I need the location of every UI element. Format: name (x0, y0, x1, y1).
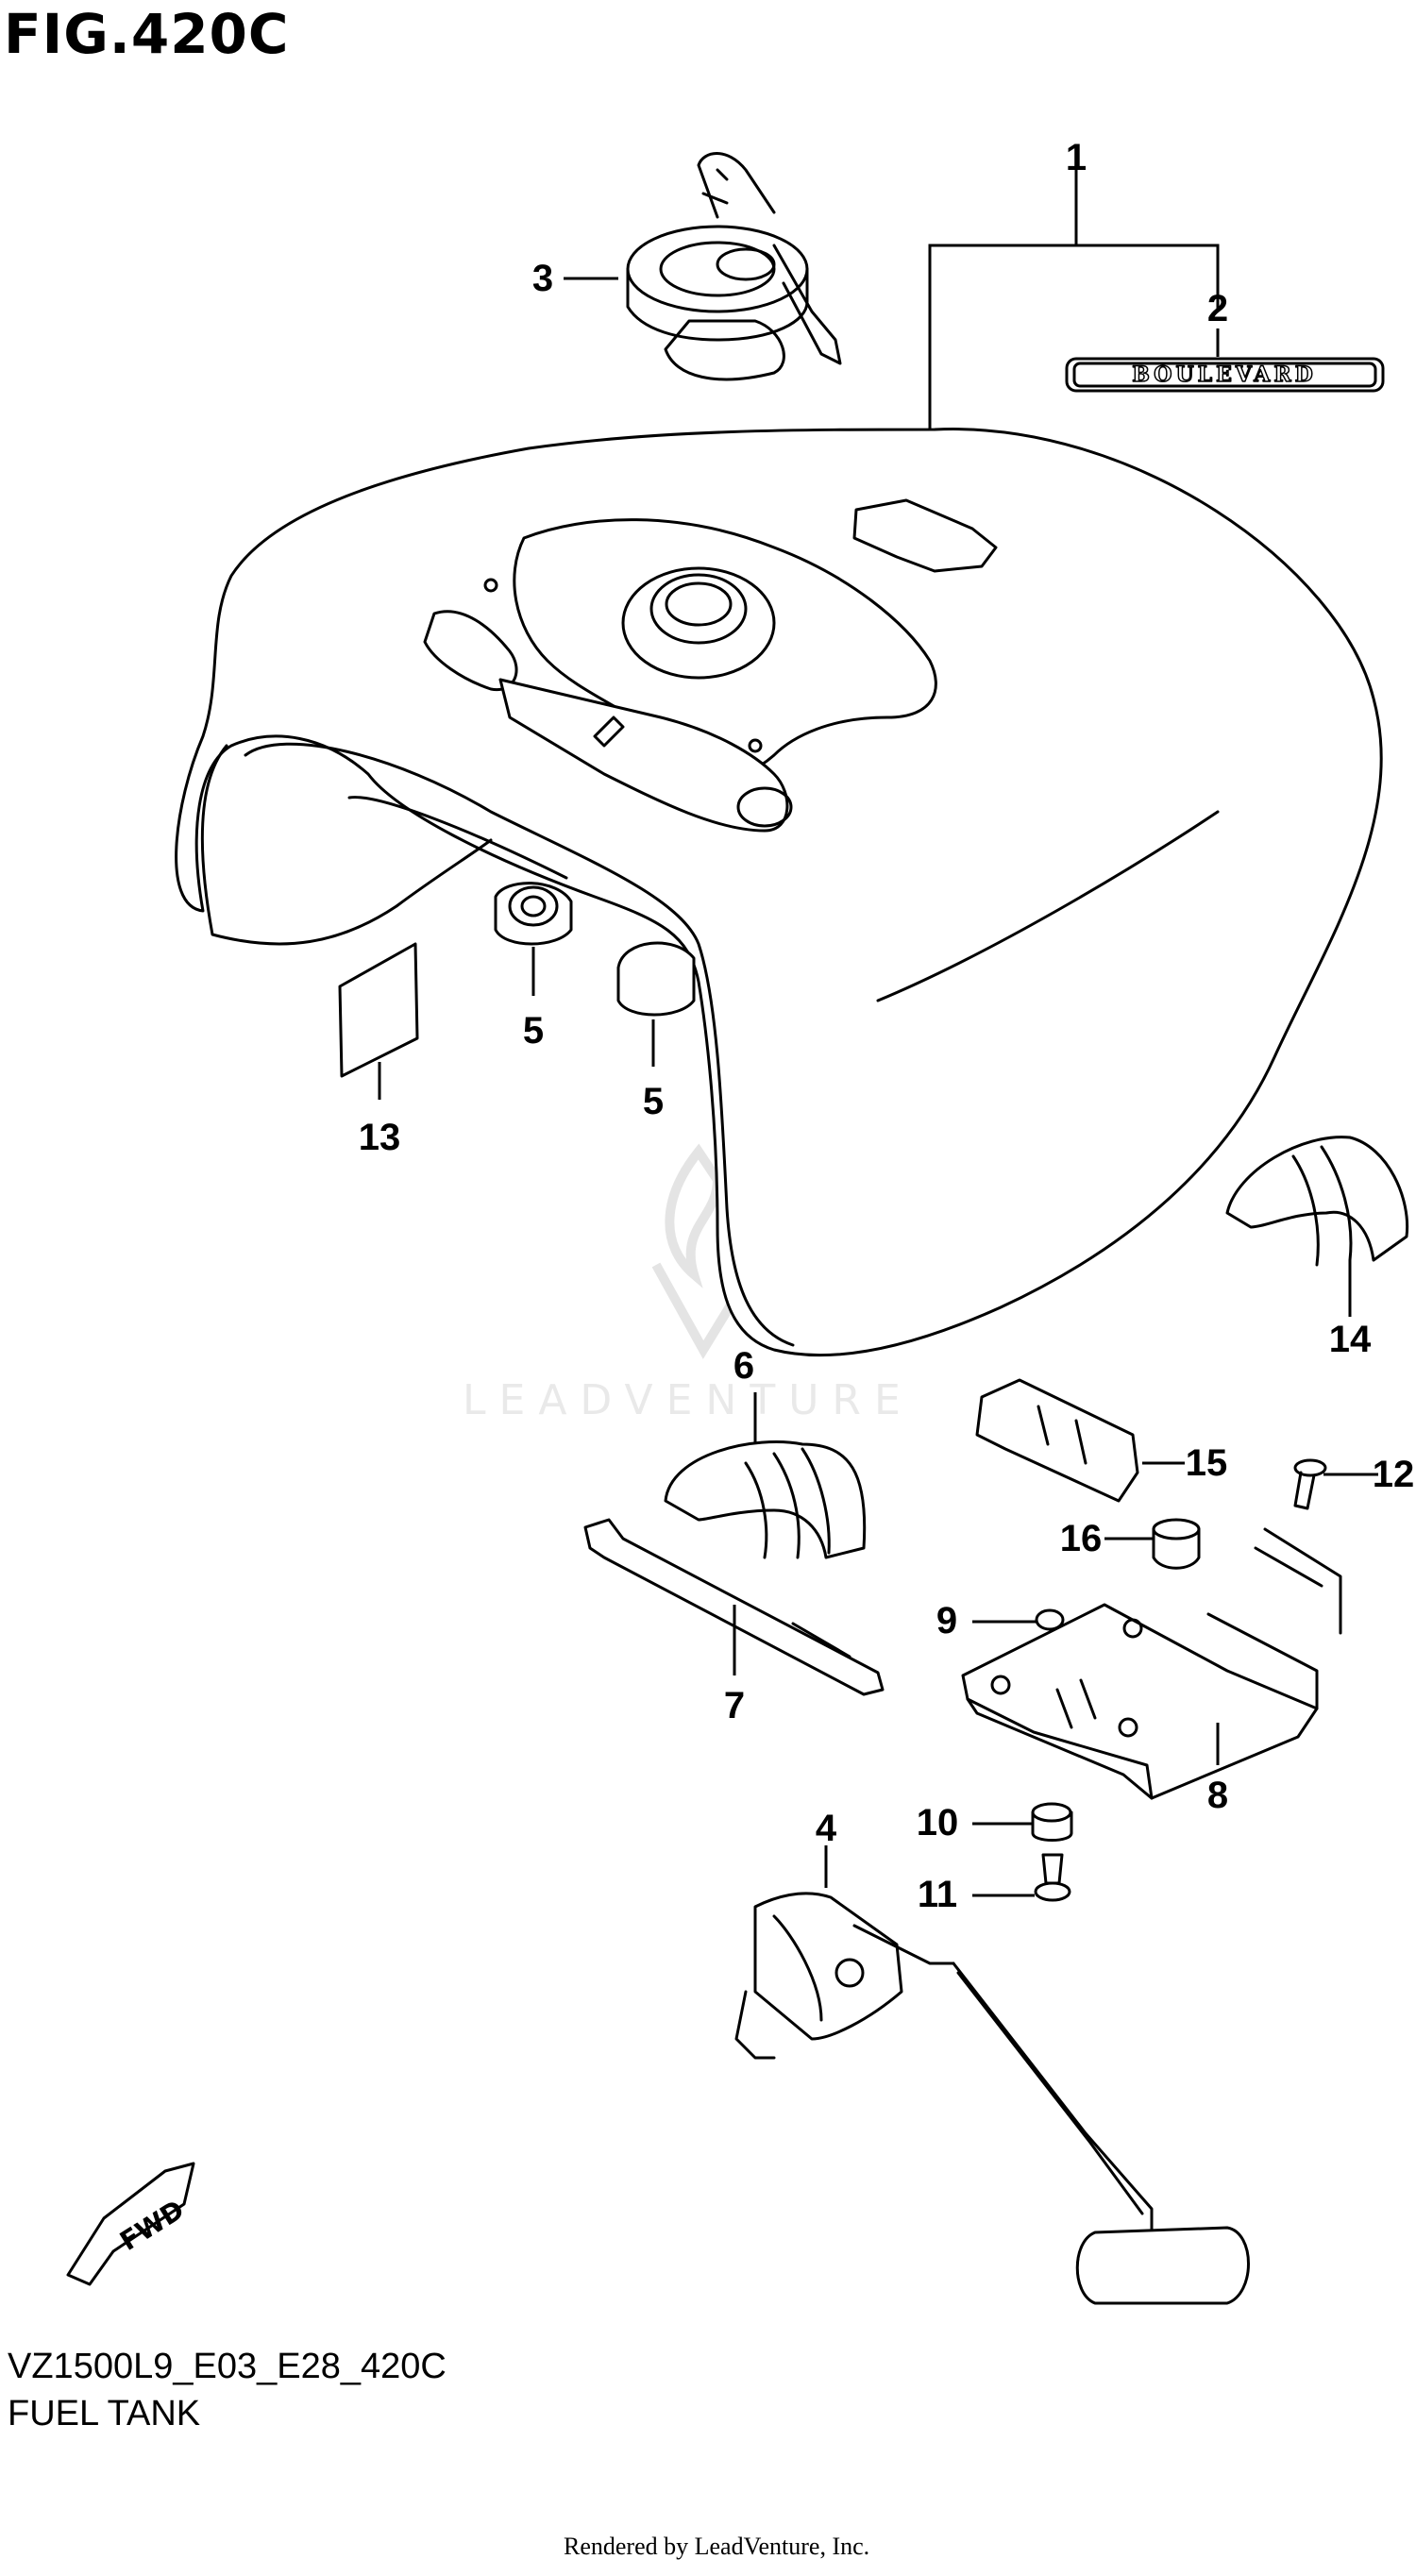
callout-16: 16 (1060, 1518, 1103, 1559)
boulevard-emblem[interactable]: BOULEVARD (1065, 357, 1385, 393)
callout-5a: 5 (523, 1010, 544, 1052)
callout-2: 2 (1207, 288, 1228, 329)
mounting-bracket[interactable] (961, 1527, 1342, 1800)
grommet-right[interactable] (616, 941, 696, 1017)
cushion-small[interactable] (1031, 1802, 1073, 1842)
bolt-lower[interactable] (1034, 1853, 1071, 1902)
callout-labels: 1 2 3 4 5 5 6 7 8 9 10 11 12 13 14 15 16 (359, 137, 1415, 1915)
callout-1: 1 (1066, 137, 1087, 178)
cushion-round[interactable] (1152, 1518, 1201, 1570)
caution-label[interactable] (338, 942, 419, 1078)
callout-3: 3 (532, 258, 553, 299)
emblem-text: BOULEVARD (1132, 362, 1316, 387)
watermark-text: LEADVENTURE (463, 1376, 914, 1424)
fuel-gauge-unit[interactable] (734, 1892, 1250, 2305)
callout-15: 15 (1186, 1442, 1228, 1484)
fwd-arrow-icon (66, 2162, 195, 2286)
callout-11: 11 (918, 1874, 957, 1915)
grommet-left[interactable] (494, 882, 573, 946)
screw-upper[interactable] (1293, 1458, 1327, 1510)
fuel-tank[interactable] (175, 428, 1383, 1357)
callout-14: 14 (1329, 1319, 1372, 1360)
callout-13: 13 (359, 1117, 401, 1158)
callout-12: 12 (1373, 1454, 1415, 1495)
rendered-by: Rendered by LeadVenture, Inc. (564, 2533, 870, 2560)
cushion-block[interactable] (975, 1378, 1139, 1503)
callout-7: 7 (724, 1685, 745, 1726)
figure-name: FUEL TANK (8, 2394, 201, 2433)
callout-5b: 5 (643, 1081, 664, 1122)
callout-8: 8 (1207, 1775, 1228, 1816)
callout-6: 6 (733, 1345, 754, 1387)
model-code: VZ1500L9_E03_E28_420C (8, 2347, 447, 2386)
tank-cushion-front[interactable] (664, 1440, 867, 1559)
tank-cushion-rear[interactable] (1225, 1136, 1409, 1267)
fuel-cap[interactable] (626, 152, 842, 381)
washer[interactable] (1035, 1608, 1065, 1631)
callout-9: 9 (936, 1600, 957, 1642)
figure-title: FIG.420C (4, 2, 290, 66)
callout-4: 4 (816, 1808, 837, 1849)
callout-10: 10 (917, 1802, 959, 1844)
